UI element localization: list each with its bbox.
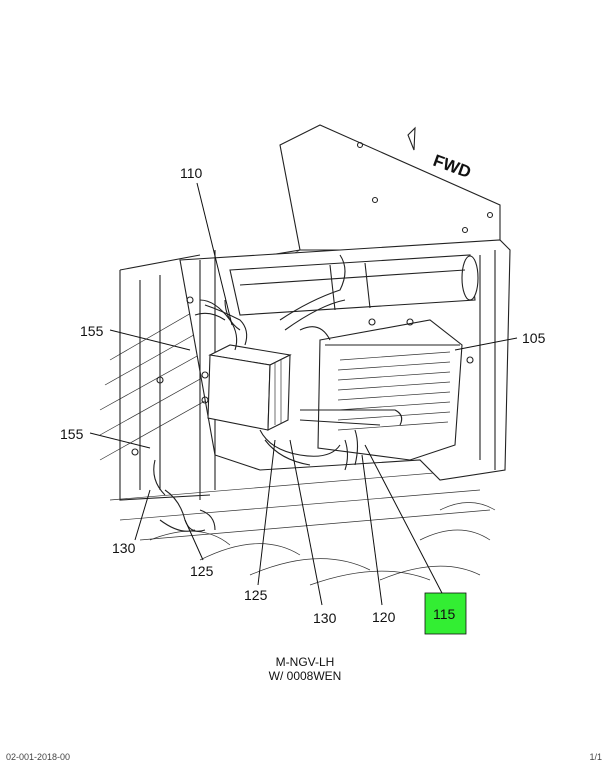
callout-115[interactable]: 115 xyxy=(433,606,456,622)
footer-right: 1/1 xyxy=(589,752,602,762)
callout-110[interactable]: 110 xyxy=(180,165,203,181)
contactor-box xyxy=(201,344,292,431)
highlight-box-115 xyxy=(424,592,467,635)
callout-105[interactable]: 105 xyxy=(522,330,546,346)
callout-130-center[interactable]: 130 xyxy=(313,610,337,626)
caption-option: W/ 0008WEN xyxy=(268,669,342,683)
leader-lines xyxy=(89,182,518,606)
callout-155-lower[interactable]: 155 xyxy=(60,426,84,442)
controller-module xyxy=(317,318,463,461)
footer-left: 02-001-2018-00 xyxy=(6,752,71,762)
callout-125-center[interactable]: 125 xyxy=(244,587,268,603)
callout-125-left[interactable]: 125 xyxy=(190,563,214,579)
upper-tube xyxy=(229,254,479,316)
callout-155-upper[interactable]: 155 xyxy=(80,323,104,339)
callout-120[interactable]: 120 xyxy=(372,609,396,625)
plate-holes xyxy=(131,141,494,456)
caption-model: M-NGV-LH xyxy=(275,655,335,669)
callout-130-left[interactable]: 130 xyxy=(112,540,136,556)
floor-ribs xyxy=(99,249,506,586)
